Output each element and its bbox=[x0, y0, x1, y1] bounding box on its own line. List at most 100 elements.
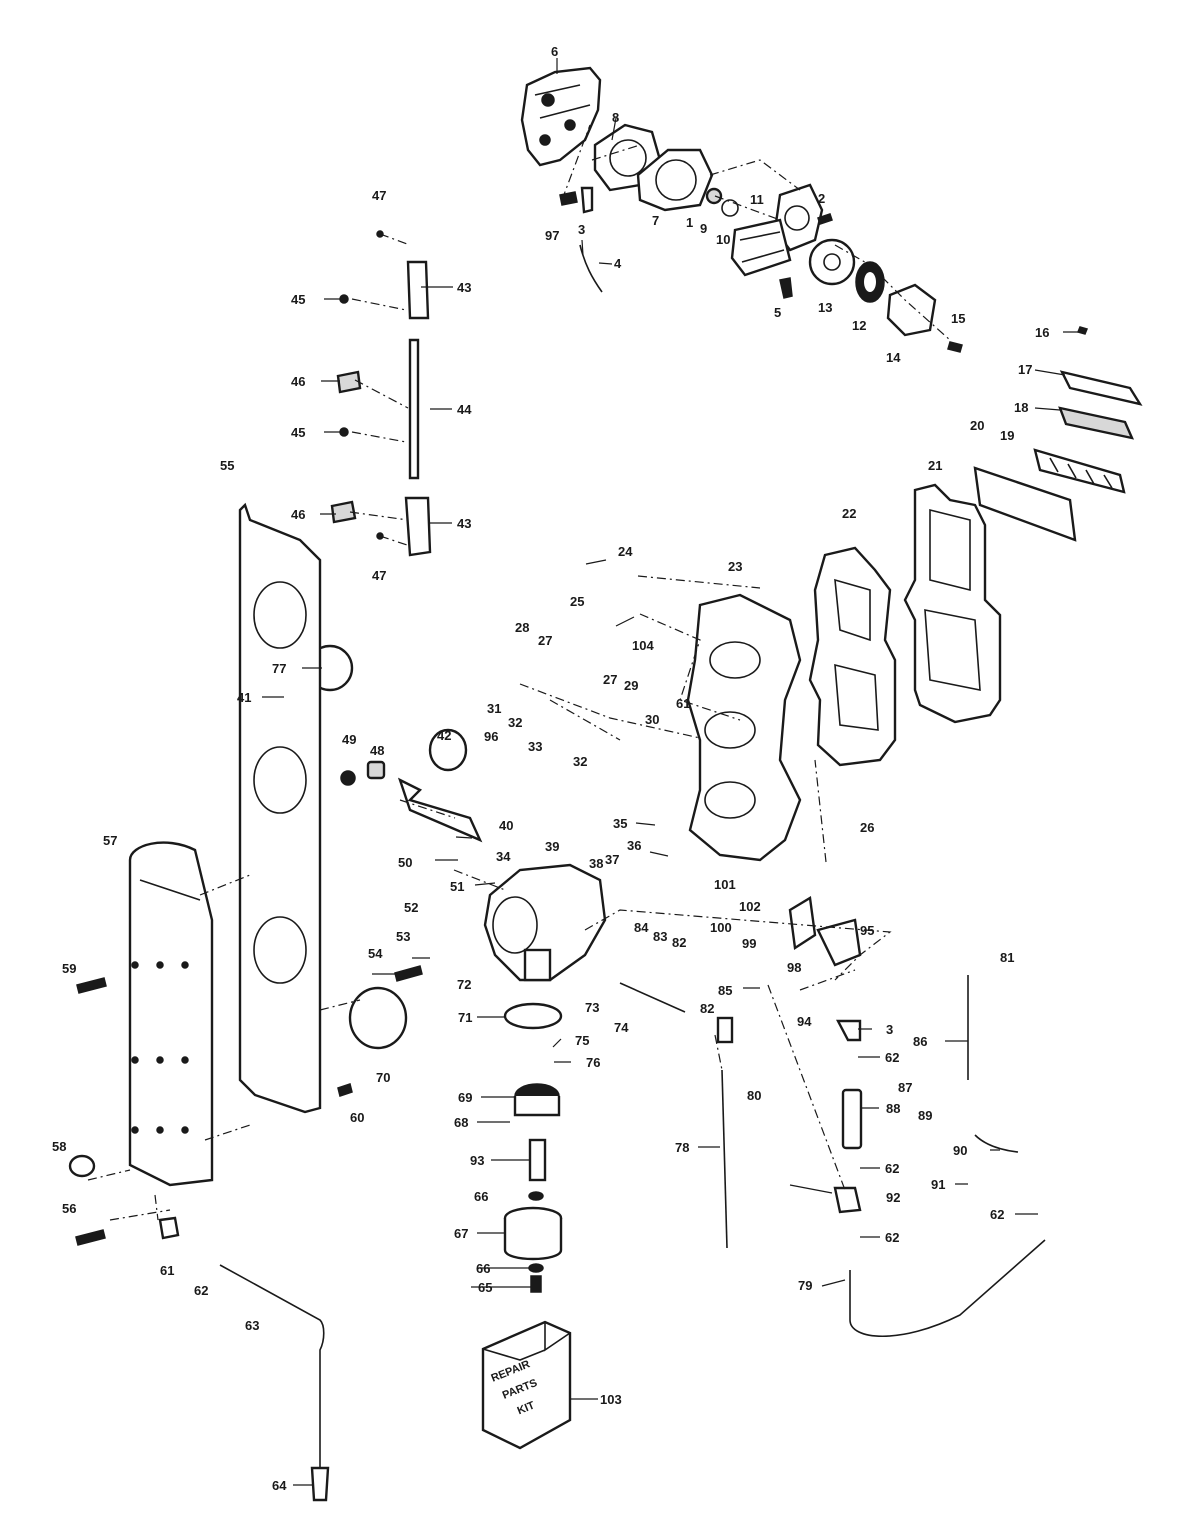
callout-68: 68 bbox=[454, 1115, 468, 1130]
callout-94: 94 bbox=[797, 1014, 812, 1029]
callout-2: 2 bbox=[818, 191, 825, 206]
callout-95: 95 bbox=[860, 923, 874, 938]
callout-66a: 66 bbox=[474, 1189, 488, 1204]
part-cover-42 bbox=[428, 728, 468, 772]
part-bracket-98 bbox=[788, 896, 817, 951]
callout-88: 88 bbox=[886, 1101, 900, 1116]
callout-3b: 3 bbox=[886, 1022, 893, 1037]
callout-9: 9 bbox=[700, 221, 707, 236]
callout-18: 18 bbox=[1014, 400, 1028, 415]
callout-58: 58 bbox=[52, 1139, 66, 1154]
callout-34: 34 bbox=[496, 849, 511, 864]
callout-75: 75 bbox=[575, 1033, 589, 1048]
part-nozzle-93 bbox=[528, 1138, 547, 1182]
callout-99: 99 bbox=[742, 936, 756, 951]
part-screw-5 bbox=[779, 277, 793, 299]
part-screw-16 bbox=[1076, 326, 1089, 335]
callout-1: 1 bbox=[686, 215, 693, 230]
callout-26: 26 bbox=[860, 820, 874, 835]
part-hose-4 bbox=[579, 244, 603, 293]
callout-71: 71 bbox=[458, 1010, 472, 1025]
callout-79: 79 bbox=[798, 1278, 812, 1293]
callout-82b: 82 bbox=[700, 1001, 714, 1016]
callout-96: 96 bbox=[484, 729, 498, 744]
callout-4: 4 bbox=[614, 256, 622, 271]
callout-12: 12 bbox=[852, 318, 866, 333]
callout-45b: 45 bbox=[291, 425, 305, 440]
part-line-90 bbox=[974, 1134, 1019, 1153]
part-bushing-48 bbox=[366, 760, 386, 780]
callout-84: 84 bbox=[634, 920, 649, 935]
callout-32b: 32 bbox=[573, 754, 587, 769]
callout-43a: 43 bbox=[457, 280, 471, 295]
callout-48: 48 bbox=[370, 743, 384, 758]
part-fuel-pump-housing bbox=[520, 66, 602, 167]
part-link-bar-44 bbox=[408, 338, 420, 480]
callout-8: 8 bbox=[612, 110, 619, 125]
callout-37: 37 bbox=[605, 852, 619, 867]
callout-40: 40 bbox=[499, 818, 513, 833]
callout-72: 72 bbox=[457, 977, 471, 992]
part-fitting-61 bbox=[158, 1216, 180, 1240]
callout-50: 50 bbox=[398, 855, 412, 870]
part-screw-15 bbox=[947, 341, 963, 353]
callout-44: 44 bbox=[457, 402, 472, 417]
part-drain-screw-65 bbox=[530, 1275, 542, 1293]
callout-38: 38 bbox=[589, 856, 603, 871]
part-carburetor-body-72 bbox=[483, 863, 607, 982]
callout-97: 97 bbox=[545, 228, 559, 243]
part-screw-2 bbox=[817, 213, 833, 225]
part-filter-88 bbox=[841, 1088, 863, 1150]
part-tee-92 bbox=[833, 1186, 862, 1214]
callout-98: 98 bbox=[787, 960, 801, 975]
callout-43b: 43 bbox=[457, 516, 471, 531]
callout-21: 21 bbox=[928, 458, 942, 473]
callout-20: 20 bbox=[970, 418, 984, 433]
callout-66b: 66 bbox=[476, 1261, 490, 1276]
callout-63: 63 bbox=[245, 1318, 259, 1333]
callout-62c: 62 bbox=[990, 1207, 1004, 1222]
callout-3: 3 bbox=[578, 222, 585, 237]
part-pump-cover-14 bbox=[886, 283, 937, 337]
part-manifold-21 bbox=[903, 483, 1002, 724]
callout-7: 7 bbox=[652, 213, 659, 228]
callout-23: 23 bbox=[728, 559, 742, 574]
callout-54: 54 bbox=[368, 946, 383, 961]
part-needle-78 bbox=[721, 1069, 728, 1249]
part-bracket-43a bbox=[406, 260, 430, 320]
callout-85: 85 bbox=[718, 983, 732, 998]
callout-47a: 47 bbox=[372, 188, 386, 203]
callout-83: 83 bbox=[653, 929, 667, 944]
callout-64: 64 bbox=[272, 1478, 287, 1493]
callout-49: 49 bbox=[342, 732, 356, 747]
part-screw-56 bbox=[75, 1229, 106, 1246]
callout-61b: 61 bbox=[160, 1263, 174, 1278]
callout-35: 35 bbox=[613, 816, 627, 831]
part-cap-58 bbox=[68, 1154, 96, 1178]
part-screw-54 bbox=[394, 965, 423, 982]
callout-103: 103 bbox=[600, 1392, 622, 1407]
callout-61a: 61 bbox=[676, 696, 690, 711]
parts-layer bbox=[68, 66, 1143, 1502]
callout-13: 13 bbox=[818, 300, 832, 315]
callout-77: 77 bbox=[272, 661, 286, 676]
callout-59: 59 bbox=[62, 961, 76, 976]
callout-39: 39 bbox=[545, 839, 559, 854]
callout-65: 65 bbox=[478, 1280, 492, 1295]
part-reed-plate-20 bbox=[973, 466, 1077, 542]
callout-60: 60 bbox=[350, 1110, 364, 1125]
callout-16: 16 bbox=[1035, 325, 1049, 340]
callout-10: 10 bbox=[716, 232, 730, 247]
callout-11: 11 bbox=[750, 192, 764, 207]
part-check-valve-1 bbox=[705, 187, 723, 205]
part-reed-17 bbox=[1059, 370, 1143, 406]
part-float-bowl-67 bbox=[503, 1206, 563, 1261]
callout-57: 57 bbox=[103, 833, 117, 848]
callout-104: 104 bbox=[632, 638, 654, 653]
callout-81: 81 bbox=[1000, 950, 1014, 965]
callout-14: 14 bbox=[886, 350, 901, 365]
part-hose-63 bbox=[219, 1264, 325, 1470]
callout-73: 73 bbox=[585, 1000, 599, 1015]
callout-47b: 47 bbox=[372, 568, 386, 583]
callout-24: 24 bbox=[618, 544, 633, 559]
